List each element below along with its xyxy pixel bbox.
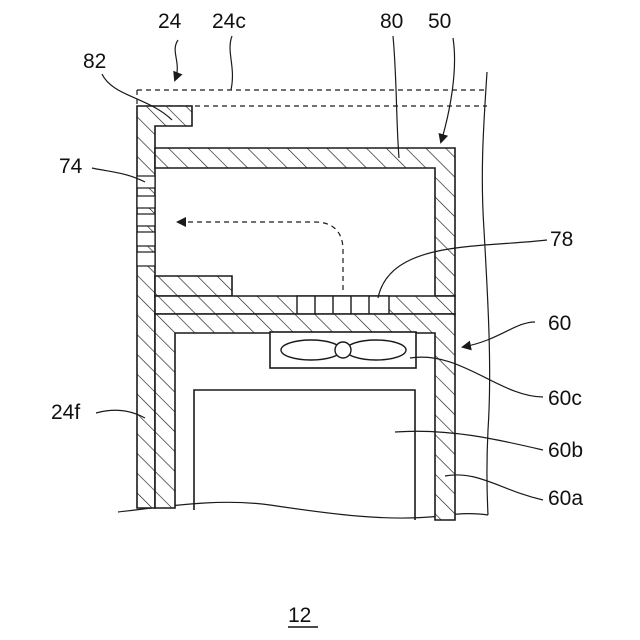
leader-24c [230,36,232,90]
label-74: 74 [59,155,83,178]
label-24f: 24f [51,401,80,424]
block-60b [194,390,415,520]
arrow-60 [463,322,535,347]
vent-slots-78 [297,296,389,314]
label-78: 78 [550,228,573,251]
leader-60b [395,431,543,450]
label-80: 80 [380,10,403,33]
label-24: 24 [158,10,182,33]
label-60b: 60b [548,439,583,462]
label-60c: 60c [548,387,582,410]
label-50: 50 [428,10,451,33]
arrow-24 [175,40,178,80]
leader-60a [445,475,543,500]
label-24c: 24c [212,10,246,33]
label-60a: 60a [548,487,583,510]
leader-80 [393,36,399,158]
figure-number: 12 [288,604,311,627]
leader-60c [410,357,543,397]
label-82: 82 [83,50,106,73]
fan-60c [270,332,416,368]
leader-78 [378,240,547,298]
right-break-line [482,72,489,515]
step-block [155,276,232,296]
label-60: 60 [548,312,571,335]
